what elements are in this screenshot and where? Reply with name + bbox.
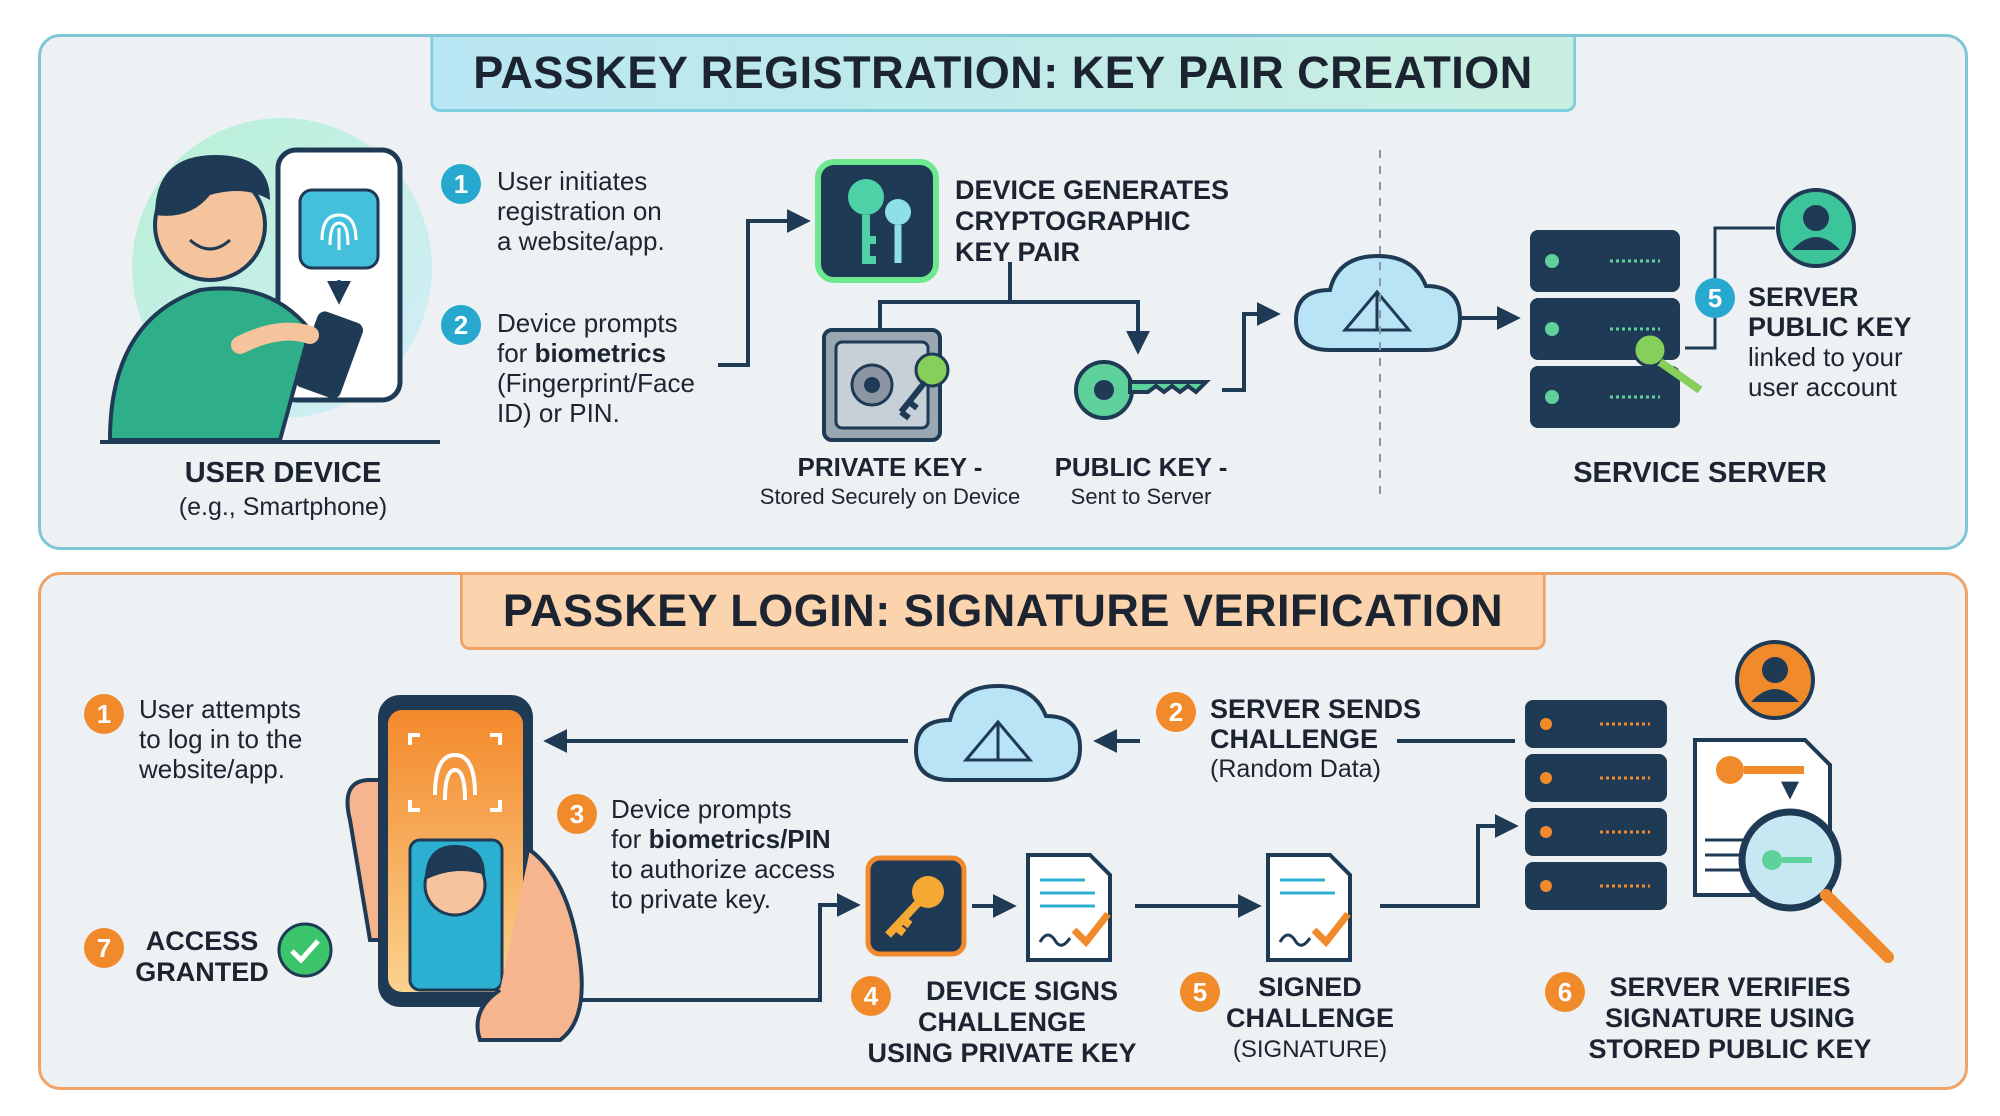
step-badge: 6 xyxy=(1545,972,1585,1012)
keygen-label: DEVICE GENERATES CRYPTOGRAPHIC KEY PAIR xyxy=(955,175,1230,267)
login-step2-text: SERVER SENDS CHALLENGE (Random Data) xyxy=(1210,694,1422,783)
public-key-icon xyxy=(1074,360,1211,420)
step-badge: 4 xyxy=(851,976,891,1016)
user-avatar-icon xyxy=(1735,640,1815,720)
private-key-icon xyxy=(865,855,967,957)
fingerprint-icon xyxy=(298,188,380,305)
cloud-icon xyxy=(913,683,1083,782)
step-badge: 3 xyxy=(557,794,597,834)
arrow-public-to-cloud xyxy=(1222,302,1281,392)
user-device-illustration xyxy=(100,118,440,444)
step-badge: 5 xyxy=(1180,972,1220,1012)
arrow-split-private xyxy=(878,262,1012,328)
server-icon xyxy=(1530,230,1703,428)
registration-title: PASSKEY REGISTRATION: KEY PAIR CREATION xyxy=(430,37,1576,112)
access-granted-label: ACCESS GRANTED xyxy=(135,926,269,987)
public-key-sublabel: Sent to Server xyxy=(1070,484,1212,509)
step-badge: 1 xyxy=(84,694,124,734)
user-device-label: USER DEVICE xyxy=(184,457,382,489)
verification-magnifier-icon xyxy=(1693,738,1894,963)
signed-document-icon xyxy=(1026,853,1112,962)
step-badge: 1 xyxy=(441,164,481,204)
step-badge: 2 xyxy=(441,305,481,345)
safe-icon xyxy=(822,328,950,442)
public-key-label: PUBLIC KEY - xyxy=(1054,452,1228,482)
arrow-signature-to-server xyxy=(1380,814,1519,908)
arrow-split-public xyxy=(1010,300,1150,355)
login-title: PASSKEY LOGIN: SIGNATURE VERIFICATION xyxy=(459,575,1547,650)
server-icon xyxy=(1525,700,1667,910)
login-step6-label: SERVER VERIFIES SIGNATURE USING STORED P… xyxy=(1588,972,1872,1064)
login-phone-illustration xyxy=(345,695,584,1042)
step-badge: 5 xyxy=(1695,278,1735,318)
login-step1-text: User attempts to log in to the website/a… xyxy=(139,694,303,784)
user-avatar-icon xyxy=(1776,188,1856,268)
user-device-sublabel: (e.g., Smartphone) xyxy=(178,493,388,521)
cloud-icon xyxy=(1293,253,1463,352)
private-key-label: PRIVATE KEY - xyxy=(797,452,983,482)
reg-step1-text: User initiates registration on a website… xyxy=(497,166,665,256)
reg-step2-text: Device prompts for biometrics (Fingerpri… xyxy=(497,308,695,428)
arrow-to-keygen xyxy=(718,209,811,367)
service-server-label: SERVICE SERVER xyxy=(1573,457,1827,489)
key-generator-icon xyxy=(815,159,939,283)
step-badge: 2 xyxy=(1156,692,1196,732)
login-step4-label: DEVICE SIGNS CHALLENGE USING PRIVATE KEY xyxy=(867,976,1137,1068)
check-icon xyxy=(277,922,333,978)
step-badge: 7 xyxy=(84,928,124,968)
fingerprint-icon xyxy=(408,733,502,812)
login-step5-label: SIGNED CHALLENGE (SIGNATURE) xyxy=(1226,972,1394,1063)
arrow-phone-to-signing xyxy=(580,893,861,1002)
server-public-key-text: SERVER PUBLIC KEY linked to your user ac… xyxy=(1748,282,1912,402)
private-key-sublabel: Stored Securely on Device xyxy=(759,484,1021,509)
signature-document-icon xyxy=(1266,853,1352,962)
login-step3-text: Device prompts for biometrics/PIN to aut… xyxy=(611,794,836,914)
